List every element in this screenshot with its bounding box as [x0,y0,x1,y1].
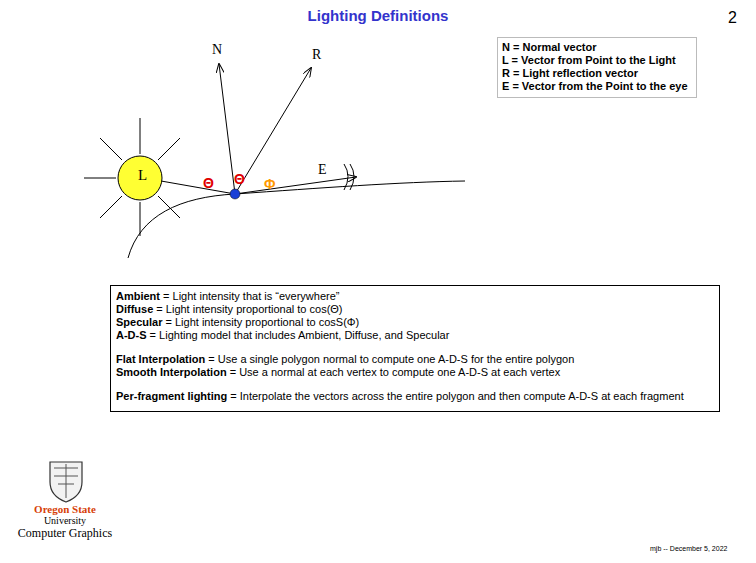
vector-label: R [312,47,321,63]
eye-vector [235,177,356,194]
angle-label: Θ [203,175,214,191]
term-definition: Diffuse = Light intensity proportional t… [116,303,713,316]
surface-point [230,189,240,199]
logo-text: Oregon State [0,503,130,515]
vector-definition: N = Normal vector [502,41,688,54]
angle-label: Θ [234,171,245,187]
term-definition: A-D-S = Lighting model that includes Amb… [116,329,713,342]
eye-mark [350,164,354,190]
osu-logo [50,462,82,502]
vector-label: E [318,162,327,178]
logo-text: Computer Graphics [0,526,130,541]
eye-mark [344,164,348,190]
surface-curve [128,181,465,258]
vector-definition: E = Vector from the Point to the eye [502,80,688,93]
light-label: L [138,167,147,184]
page-number: 2 [728,9,737,27]
definition-box: N = Normal vectorL = Vector from Point t… [497,37,697,98]
light-source: L [117,155,163,201]
vector-label: N [212,42,222,58]
logo-text: University [0,515,130,526]
sun-rays [84,118,180,236]
term-definition: Per-fragment lighting = Interpolate the … [116,390,713,403]
term-definition: Ambient = Light intensity that is “every… [116,290,713,303]
term-definition: Flat Interpolation = Use a single polygo… [116,353,713,366]
term-definition: Specular = Light intensity proportional … [116,316,713,329]
reflection-vector [235,68,311,194]
slide-title: Lighting Definitions [0,7,756,24]
angle-label: Φ [264,176,276,192]
vector-definition: R = Light reflection vector [502,67,688,80]
normal-vector [219,64,235,194]
vector-definition: L = Vector from Point to the Light [502,54,688,67]
definitions-panel: Ambient = Light intensity that is “every… [110,285,720,412]
term-definition: Smooth Interpolation = Use a normal at e… [116,366,713,379]
footer-note: mjb -- December 5, 2022 [650,545,727,552]
